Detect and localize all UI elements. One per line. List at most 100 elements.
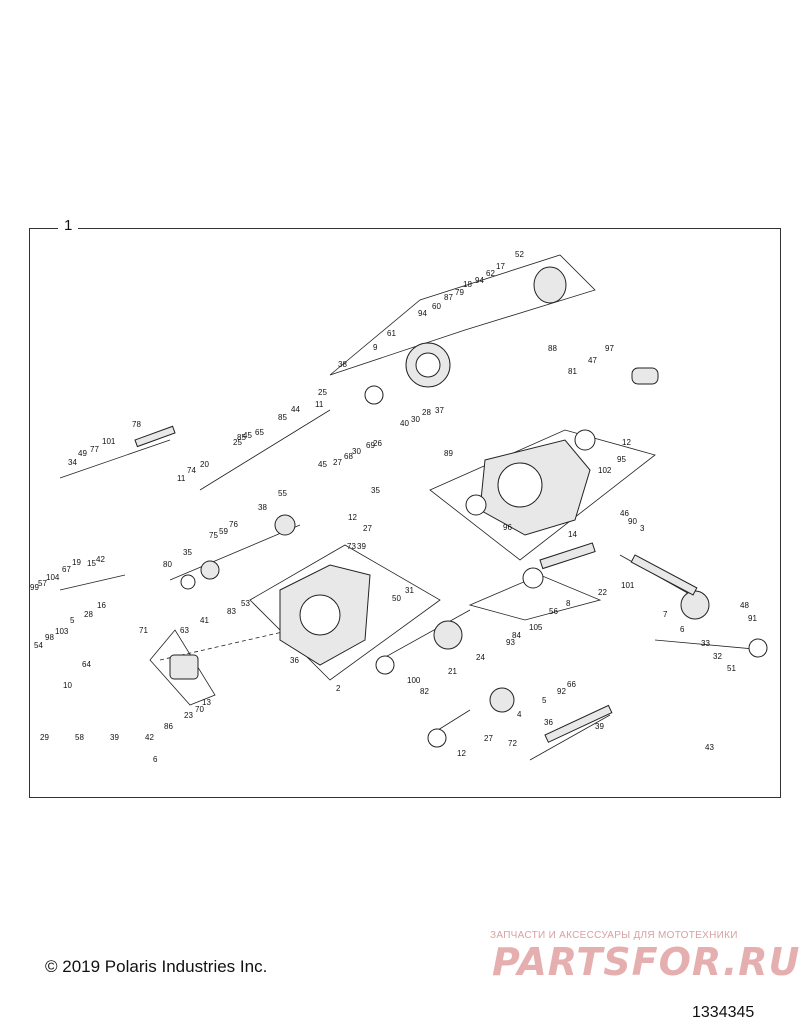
part-callout-23: 23 xyxy=(184,711,193,720)
part-callout-93: 93 xyxy=(506,638,515,647)
seal-39-b xyxy=(427,728,447,748)
part-callout-33: 33 xyxy=(701,639,710,648)
seal-38-case xyxy=(465,494,487,516)
part-callout-19: 19 xyxy=(72,558,81,567)
seal-100 xyxy=(748,638,768,658)
part-callout-15: 15 xyxy=(87,559,96,568)
part-callout-39: 39 xyxy=(110,733,119,742)
part-callout-27: 27 xyxy=(333,458,342,467)
group-outline-top xyxy=(329,254,596,376)
part-callout-39: 39 xyxy=(357,542,366,551)
part-callout-48: 48 xyxy=(740,601,749,610)
part-callout-4: 4 xyxy=(517,710,522,719)
gear-51 xyxy=(680,590,710,620)
part-callout-35: 35 xyxy=(183,548,192,557)
part-callout-24: 24 xyxy=(476,653,485,662)
part-callout-97: 97 xyxy=(605,344,614,353)
part-callout-5: 5 xyxy=(542,696,547,705)
seal-102 xyxy=(574,429,596,451)
part-callout-101: 101 xyxy=(621,581,635,590)
part-callout-95: 95 xyxy=(617,455,626,464)
part-callout-30: 30 xyxy=(352,447,361,456)
part-callout-28: 28 xyxy=(422,408,431,417)
seal-39-a xyxy=(375,655,395,675)
part-callout-81: 81 xyxy=(568,367,577,376)
part-callout-104: 104 xyxy=(46,573,60,582)
part-callout-55: 55 xyxy=(278,489,287,498)
group-outline-case xyxy=(429,429,656,561)
shaft-29 xyxy=(544,704,613,743)
gear-59 xyxy=(274,514,296,536)
gear-73 xyxy=(200,560,220,580)
part-callout-46: 46 xyxy=(620,509,629,518)
part-callout-12: 12 xyxy=(348,513,357,522)
bearing-41 xyxy=(522,567,544,589)
part-callout-61: 61 xyxy=(387,329,396,338)
part-callout-87: 87 xyxy=(444,293,453,302)
part-callout-86: 86 xyxy=(164,722,173,731)
part-callout-27: 27 xyxy=(484,734,493,743)
part-callout-100: 100 xyxy=(407,676,421,685)
part-callout-96: 96 xyxy=(503,523,512,532)
part-callout-32: 32 xyxy=(713,652,722,661)
part-callout-18: 18 xyxy=(463,280,472,289)
part-callout-67: 67 xyxy=(62,565,71,574)
part-callout-6: 6 xyxy=(680,625,685,634)
part-callout-8: 8 xyxy=(566,599,571,608)
part-callout-13: 13 xyxy=(202,698,211,707)
part-callout-101: 101 xyxy=(102,437,116,446)
part-callout-29: 29 xyxy=(40,733,49,742)
part-callout-85: 85 xyxy=(237,433,246,442)
part-callout-99: 99 xyxy=(30,583,39,592)
part-callout-38: 38 xyxy=(338,360,347,369)
part-callout-76: 76 xyxy=(229,520,238,529)
part-callout-65: 65 xyxy=(255,428,264,437)
part-callout-63: 63 xyxy=(180,626,189,635)
seal-38-top xyxy=(364,385,384,405)
watermark-tagline: ЗАПЧАСТИ И АКСЕССУАРЫ ДЛЯ МОТОТЕХНИКИ xyxy=(490,930,738,941)
part-callout-34: 34 xyxy=(68,458,77,467)
part-callout-79: 79 xyxy=(455,288,464,297)
copyright-notice: © 2019 Polaris Industries Inc. xyxy=(45,957,268,976)
differential-case xyxy=(533,266,567,304)
gear-70 xyxy=(433,620,463,650)
part-callout-12: 12 xyxy=(457,749,466,758)
part-callout-94: 94 xyxy=(475,276,484,285)
part-callout-58: 58 xyxy=(75,733,84,742)
part-callout-82: 82 xyxy=(420,687,429,696)
shaft-78 xyxy=(134,425,176,448)
part-callout-43: 43 xyxy=(705,743,714,752)
actuator-97 xyxy=(631,367,659,385)
part-callout-35: 35 xyxy=(371,486,380,495)
part-callout-90: 90 xyxy=(628,517,637,526)
part-callout-22: 22 xyxy=(598,588,607,597)
part-callout-84: 84 xyxy=(512,631,521,640)
part-callout-5: 5 xyxy=(70,616,75,625)
part-callout-28: 28 xyxy=(84,610,93,619)
part-callout-11: 11 xyxy=(177,474,186,483)
part-callout-37: 37 xyxy=(435,406,444,415)
part-callout-39: 39 xyxy=(595,722,604,731)
part-callout-88: 88 xyxy=(548,344,557,353)
part-callout-25: 25 xyxy=(318,388,327,397)
part-callout-45: 45 xyxy=(243,431,252,440)
part-callout-73: 73 xyxy=(347,542,356,551)
part-callout-25: 25 xyxy=(233,438,242,447)
part-callout-21: 21 xyxy=(448,667,457,676)
part-callout-75: 75 xyxy=(209,531,218,540)
part-callout-38: 38 xyxy=(258,503,267,512)
part-callout-50: 50 xyxy=(392,594,401,603)
output-shaft-63 xyxy=(630,554,698,596)
part-callout-30: 30 xyxy=(411,415,420,424)
shaft-83 xyxy=(539,542,596,570)
part-callout-44: 44 xyxy=(291,405,300,414)
part-callout-54: 54 xyxy=(34,641,43,650)
part-callout-9: 9 xyxy=(373,343,378,352)
part-callout-41: 41 xyxy=(200,616,209,625)
part-callout-60: 60 xyxy=(432,302,441,311)
shift-drum-82 xyxy=(169,654,199,680)
part-callout-94: 94 xyxy=(418,309,427,318)
part-callout-59: 59 xyxy=(219,527,228,536)
group-outline-output xyxy=(468,574,602,621)
part-callout-31: 31 xyxy=(405,586,414,595)
